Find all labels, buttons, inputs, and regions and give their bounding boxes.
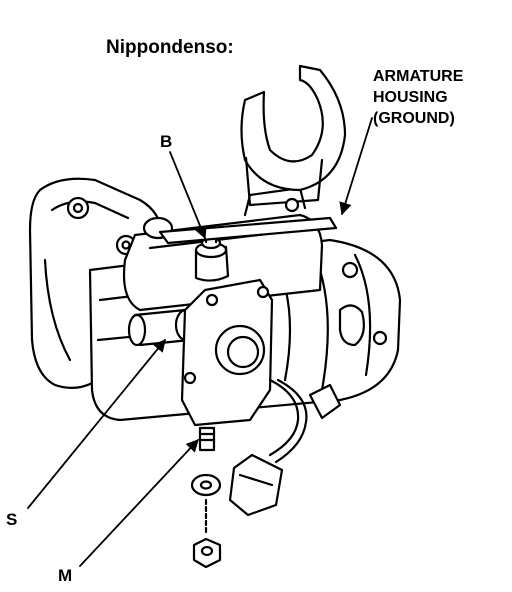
- m-terminal: [190, 426, 222, 569]
- leader-lines: [27, 117, 373, 567]
- armature-label-line-2: HOUSING: [373, 89, 448, 106]
- terminal-s-label: S: [6, 510, 18, 529]
- terminal-m-label: M: [58, 566, 73, 585]
- diagram-title: Nippondenso:: [106, 37, 234, 58]
- armature-housing-label: ARMATURE HOUSING (GROUND): [373, 66, 463, 129]
- terminal-b-label: B: [160, 132, 173, 151]
- armature-label-line-1: ARMATURE: [373, 68, 464, 85]
- armature-fork: [240, 64, 347, 213]
- wire-harness: [228, 378, 342, 517]
- end-cover: [180, 278, 274, 427]
- armature-label-line-3: (GROUND): [373, 110, 455, 127]
- b-terminal: [194, 230, 230, 282]
